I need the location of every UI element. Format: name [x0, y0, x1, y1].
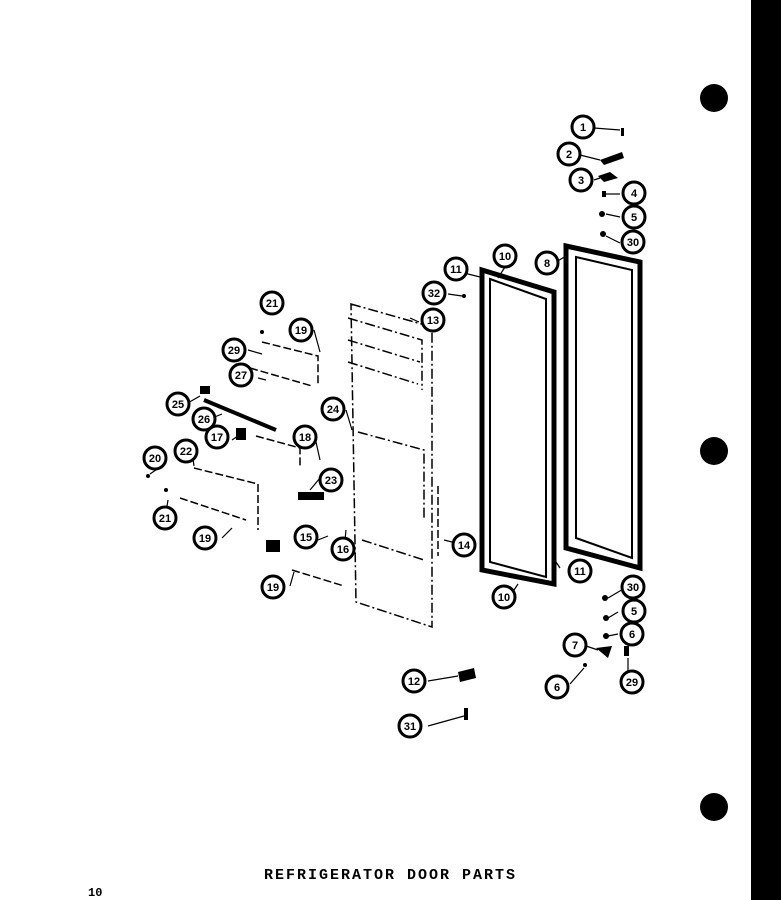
- callout-circle: [421, 280, 447, 306]
- callout-circle: [534, 250, 560, 276]
- callout-label: 29: [228, 345, 240, 357]
- callout-circle: [570, 114, 596, 140]
- callout-circle: [451, 532, 477, 558]
- binder-hole-top: [700, 84, 728, 112]
- callout-circle: [173, 438, 199, 464]
- page-title: REFRIGERATOR DOOR PARTS: [263, 867, 518, 884]
- callout-label: 21: [266, 298, 278, 310]
- callout-badges: 1234530810113213211929272526172418232022…: [142, 114, 647, 739]
- callout-label: 30: [627, 582, 639, 594]
- hardware-bits: [146, 128, 629, 720]
- callout-label: 2: [566, 149, 572, 161]
- callout-label: 5: [631, 606, 637, 618]
- callout-circle: [293, 524, 319, 550]
- callout-label: 19: [199, 533, 211, 545]
- callout-circle: [401, 668, 427, 694]
- callout-label: 13: [427, 315, 439, 327]
- callout-label: 6: [629, 629, 635, 641]
- callout-circle: [259, 290, 285, 316]
- callout-label: 1: [580, 122, 586, 134]
- callout-circle: [318, 467, 344, 493]
- callout-circle: [556, 141, 582, 167]
- page-edge-bar: [751, 0, 781, 900]
- callout-label: 10: [498, 592, 510, 604]
- callout-label: 19: [267, 582, 279, 594]
- callout-circle: [568, 167, 594, 193]
- callout-label: 6: [554, 682, 560, 694]
- callout-circle: [165, 391, 191, 417]
- callout-circle: [330, 536, 356, 562]
- callout-circle: [619, 669, 645, 695]
- callout-circle: [492, 243, 518, 269]
- callout-label: 25: [172, 399, 184, 411]
- binder-hole-middle: [700, 437, 728, 465]
- callout-label: 11: [450, 264, 462, 276]
- callout-label: 14: [458, 540, 471, 552]
- callout-label: 18: [299, 432, 311, 444]
- callout-label: 8: [544, 258, 550, 270]
- callout-circle: [192, 525, 218, 551]
- callout-label: 32: [428, 288, 440, 300]
- callout-label: 27: [235, 370, 247, 382]
- callout-circle: [562, 632, 588, 658]
- callout-circle: [292, 424, 318, 450]
- callout-circle: [228, 362, 254, 388]
- callout-circle: [567, 558, 593, 584]
- callout-circle: [619, 621, 645, 647]
- binder-hole-bottom: [700, 793, 728, 821]
- callout-circle: [142, 445, 168, 471]
- callout-circle: [491, 584, 517, 610]
- callout-label: 31: [404, 721, 416, 733]
- callout-circle: [620, 229, 646, 255]
- callout-label: 16: [337, 544, 349, 556]
- callout-circle: [204, 424, 230, 450]
- callout-circle: [420, 307, 446, 333]
- door-gasket-frame: [479, 266, 557, 588]
- callout-label: 11: [574, 566, 586, 578]
- callout-label: 15: [300, 532, 312, 544]
- callout-label: 22: [180, 446, 192, 458]
- callout-label: 26: [198, 414, 210, 426]
- callout-label: 20: [149, 453, 161, 465]
- callout-label: 30: [627, 237, 639, 249]
- callout-label: 23: [325, 475, 337, 487]
- callout-circle: [443, 256, 469, 282]
- callout-label: 3: [578, 175, 584, 187]
- callout-circle: [544, 674, 570, 700]
- callout-circle: [320, 396, 346, 422]
- callout-circle: [152, 505, 178, 531]
- callout-label: 4: [631, 188, 638, 200]
- callout-label: 5: [631, 212, 637, 224]
- door-shelf-parts: [179, 341, 439, 587]
- callout-circle: [191, 406, 217, 432]
- door-outer-panel: [563, 242, 643, 572]
- callout-circle: [221, 337, 247, 363]
- page-number: 10: [88, 886, 103, 900]
- callout-label: 12: [408, 676, 420, 688]
- callout-label: 10: [499, 251, 511, 263]
- callout-label: 17: [211, 432, 223, 444]
- callout-label: 29: [626, 677, 638, 689]
- callout-circle: [621, 180, 647, 206]
- callout-circle: [397, 713, 423, 739]
- callout-circle: [260, 574, 286, 600]
- door-inner-liner: [347, 303, 433, 629]
- callout-label: 24: [327, 404, 340, 416]
- callout-circle: [621, 204, 647, 230]
- callout-label: 21: [159, 513, 171, 525]
- callout-label: 7: [572, 640, 578, 652]
- callout-circle: [288, 317, 314, 343]
- callout-circle: [620, 574, 646, 600]
- callout-label: 19: [295, 325, 307, 337]
